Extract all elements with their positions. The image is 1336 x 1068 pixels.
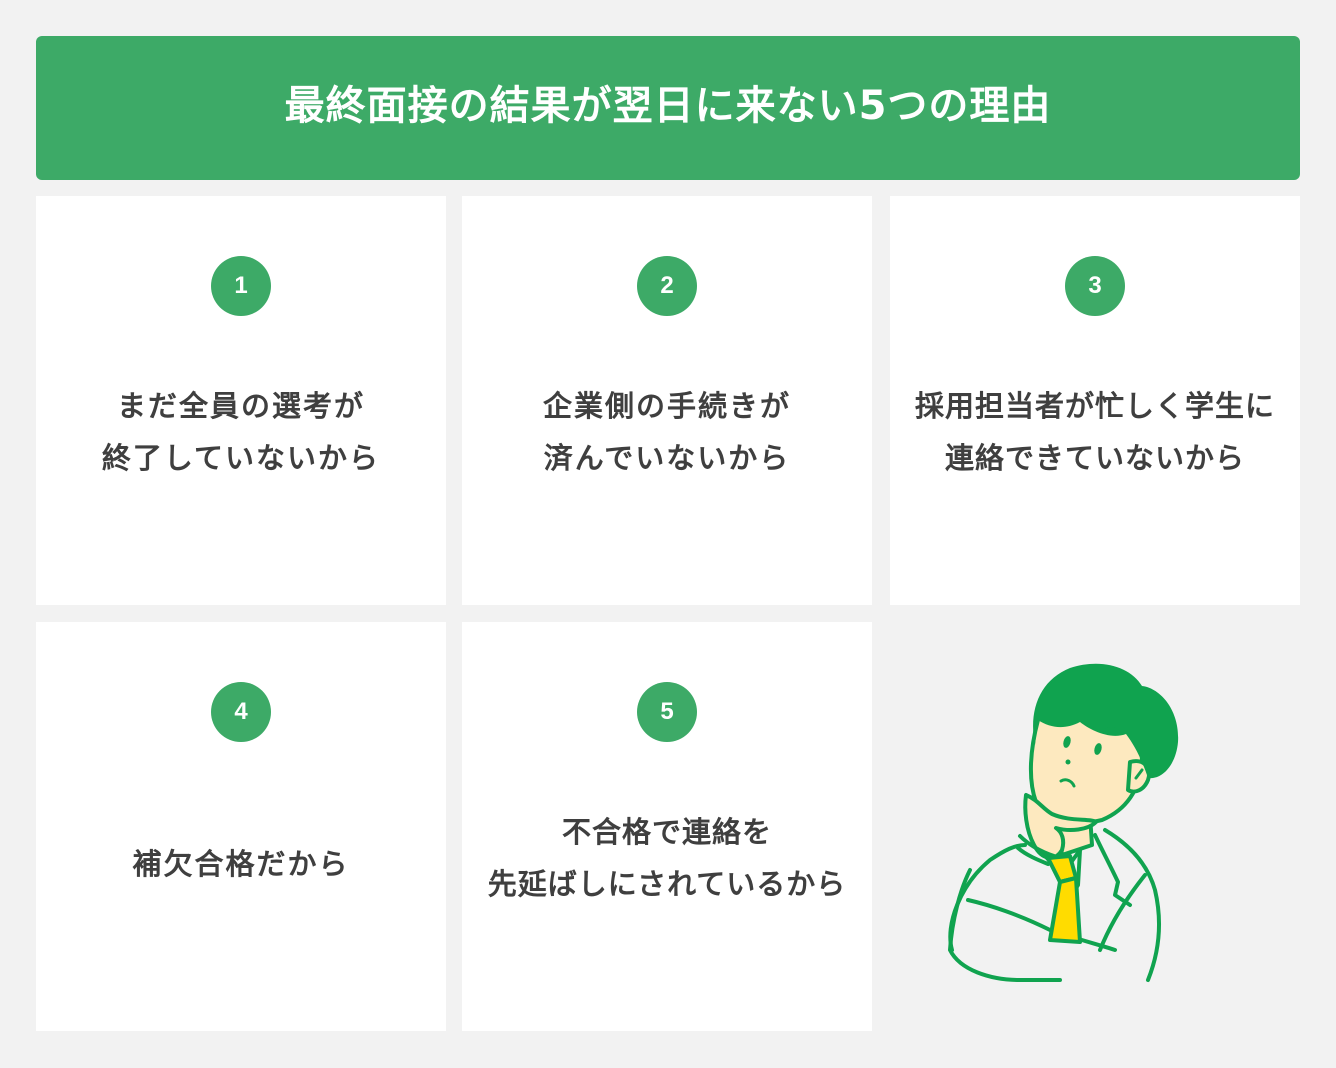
reason-text-line: 補欠合格だから [132,847,350,881]
number-badge: 1 [211,256,271,316]
number-badge: 2 [637,256,697,316]
reason-text-line: 先延ばしにされているから [487,867,847,901]
page-title: 最終面接の結果が翌日に来ない5つの理由 [284,83,1052,129]
reason-text-line: 不合格で連絡を [561,815,772,849]
number-badge: 4 [211,682,271,742]
reason-text: まだ全員の選考が 終了していないから [36,380,446,484]
reason-text: 企業側の手続きが 済んでいないから [462,380,872,484]
reason-card-5: 5 不合格で連絡を 先延ばしにされているから [462,622,872,1031]
reason-text: 採用担当者が忙しく学生に 連絡できていないから [890,380,1300,484]
reason-card-3: 3 採用担当者が忙しく学生に 連絡できていないから [890,196,1300,605]
reason-card-4: 4 補欠合格だから [36,622,446,1031]
reason-card-2: 2 企業側の手続きが 済んでいないから [462,196,872,605]
number-badge: 5 [637,682,697,742]
reason-text-line: 採用担当者が忙しく学生に [914,389,1275,423]
reason-text-line: 終了していないから [101,441,381,475]
thinking-man-icon [948,663,1179,982]
reason-text: 不合格で連絡を 先延ばしにされているから [462,806,872,910]
reason-card-1: 1 まだ全員の選考が 終了していないから [36,196,446,605]
reason-text-line: まだ全員の選考が [116,389,365,423]
reason-text-line: 連絡できていないから [944,441,1245,475]
reason-text: 補欠合格だから [36,838,446,890]
thinking-businessman-illustration [930,650,1190,990]
number-badge: 3 [1065,256,1125,316]
title-banner: 最終面接の結果が翌日に来ない5つの理由 [36,36,1300,180]
reason-text-line: 済んでいないから [543,441,791,475]
reason-text-line: 企業側の手続きが [542,389,791,423]
